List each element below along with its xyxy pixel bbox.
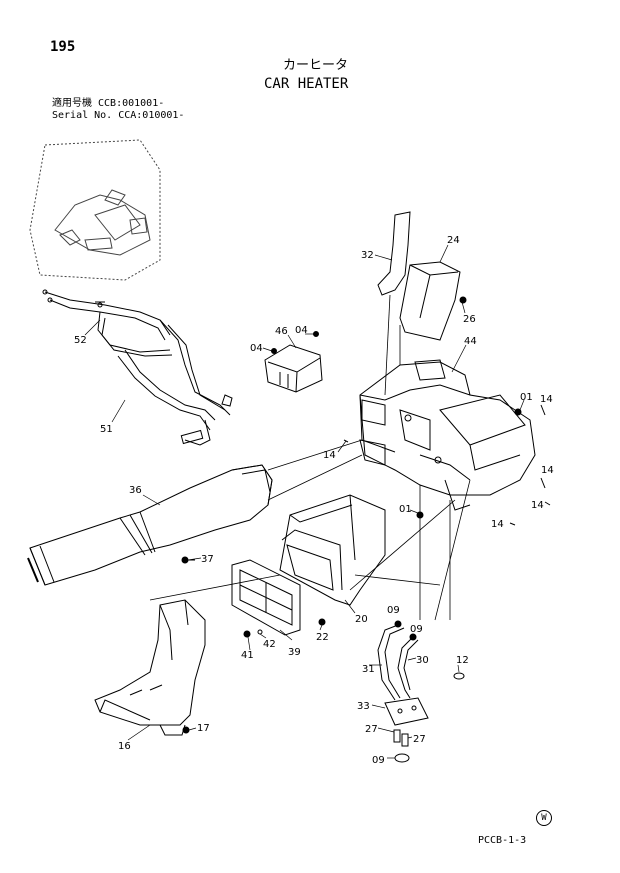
part-label: 01: [399, 504, 412, 515]
cab-inset-illustration: [29, 139, 161, 281]
part-label: 17: [197, 723, 210, 734]
part-label: 41: [241, 650, 254, 661]
clips-14: [343, 404, 551, 526]
part-label: 52: [74, 335, 87, 346]
part-label: 24: [447, 235, 460, 246]
part-label: 12: [456, 655, 469, 666]
part-label: 46: [275, 326, 288, 337]
part-label: 31: [362, 664, 375, 675]
applicable-serial-jp: 適用号機 CCB:001001-: [52, 98, 165, 109]
part-label: 30: [416, 655, 429, 666]
duct-24: [399, 261, 467, 341]
fittings-27: [393, 729, 409, 747]
duct-16: [94, 599, 206, 736]
part-label: 51: [100, 424, 113, 435]
part-label: 16: [118, 741, 131, 752]
connection-lines: [149, 294, 471, 621]
part-label: 37: [201, 554, 214, 565]
part-label: 36: [129, 485, 142, 496]
leader-lines: [84, 244, 525, 759]
part-label: 42: [263, 639, 276, 650]
part-label: 27: [365, 724, 378, 735]
part-label: 14: [541, 465, 554, 476]
screws-41-42: [243, 629, 263, 638]
part-label: 27: [413, 734, 426, 745]
part-label: 04: [250, 343, 263, 354]
wire-harness: [42, 289, 233, 446]
heater-unit-44: [359, 359, 536, 511]
serial-info: 適用号機 CCB:001001- Serial No. CCA:010001-: [52, 98, 184, 122]
duct-36: [27, 464, 273, 586]
title-japanese: カーヒータ: [283, 58, 349, 73]
plate-33: [384, 697, 429, 726]
part-label: 14: [491, 519, 504, 530]
serial-number-en: Serial No. CCA:010001-: [52, 110, 185, 121]
title-english: CAR HEATER: [264, 76, 349, 92]
w-mark-symbol: W: [536, 810, 552, 826]
part-label: 39: [288, 647, 301, 658]
part-label: 01: [520, 392, 533, 403]
plug-12: [453, 672, 465, 680]
resistor-46: [264, 331, 323, 393]
part-label: 09: [387, 605, 400, 616]
part-label: 09: [372, 755, 385, 766]
hoses-31-30: [377, 620, 419, 701]
drawing-code: PCCB-1-3: [478, 835, 527, 846]
screw-17: [182, 726, 190, 734]
part-label: 20: [355, 614, 368, 625]
part-label: 26: [463, 314, 476, 325]
part-label: 44: [464, 336, 477, 347]
screw-22: [318, 618, 326, 626]
clamps-09-lower: [394, 753, 410, 763]
part-label: 32: [361, 250, 374, 261]
part-number-labels: 32 24 26 46 04 04 44 01 14 52 51 14 14 1…: [74, 235, 554, 766]
part-label: 14: [531, 500, 544, 511]
duct-32: [377, 211, 411, 296]
part-label: 22: [316, 632, 329, 643]
part-label: 09: [410, 624, 423, 635]
filter-housing-20: [279, 494, 386, 606]
page-number: 195: [50, 39, 76, 55]
part-label: 14: [540, 394, 553, 405]
part-label: 33: [357, 701, 370, 712]
filter-39: [231, 559, 301, 636]
part-label: 14: [323, 450, 336, 461]
part-label: 04: [295, 325, 308, 336]
